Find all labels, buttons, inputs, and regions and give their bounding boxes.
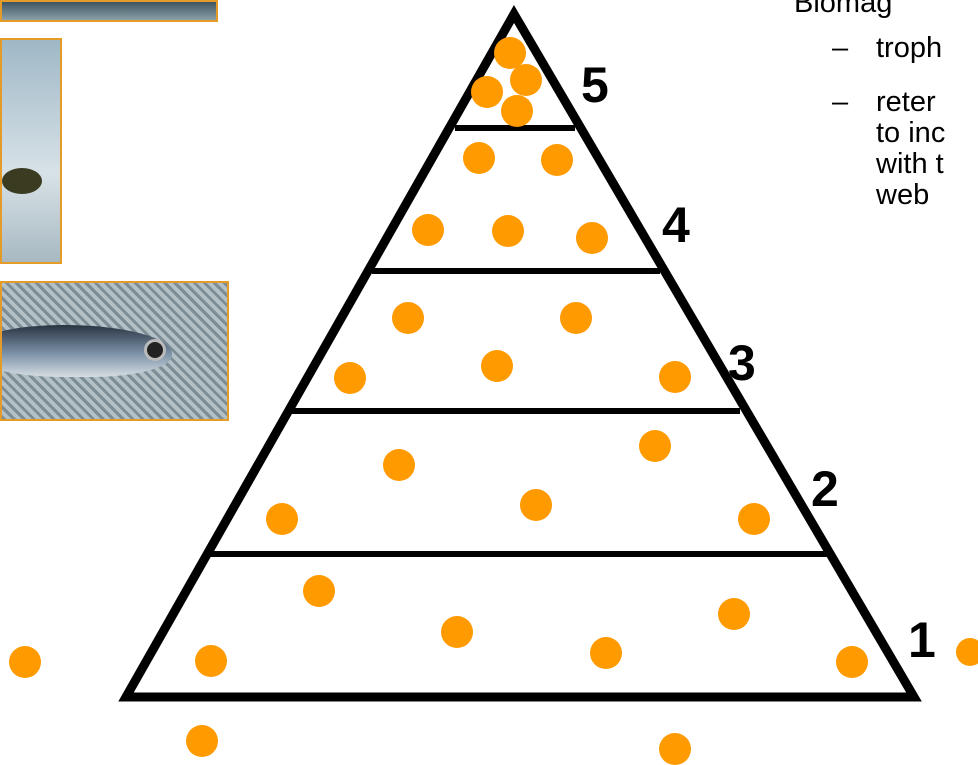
contaminant-dot xyxy=(659,361,691,393)
bullet-dash: – xyxy=(832,32,849,64)
contaminant-dot xyxy=(494,37,526,69)
contaminant-dot xyxy=(481,350,513,382)
contaminant-dot xyxy=(266,503,298,535)
pyramid-outline xyxy=(118,4,922,702)
trophic-level-5-label: 5 xyxy=(581,57,609,113)
contaminant-dot xyxy=(738,503,770,535)
contaminant-dot xyxy=(718,598,750,630)
contaminant-dot xyxy=(956,638,978,666)
fish-on-water-photo xyxy=(0,38,62,264)
contaminant-dot xyxy=(383,449,415,481)
contaminant-dot xyxy=(659,733,691,765)
contaminant-dot xyxy=(471,76,503,108)
bullet-text: to inc xyxy=(876,117,946,149)
bullet-text: with t xyxy=(876,148,944,180)
contaminant-dot xyxy=(186,725,218,757)
contaminant-dot xyxy=(195,645,227,677)
contaminant-dots xyxy=(9,37,978,765)
bullet-text: troph xyxy=(876,32,943,64)
contaminant-dot xyxy=(510,64,542,96)
contaminant-dot xyxy=(836,646,868,678)
bullet-text: reter xyxy=(876,86,936,118)
contaminant-dot xyxy=(463,142,495,174)
contaminant-dot xyxy=(441,616,473,648)
contaminant-dot xyxy=(9,646,41,678)
contaminant-dot xyxy=(576,222,608,254)
contaminant-dot xyxy=(590,637,622,669)
trophic-level-1-label: 1 xyxy=(908,612,936,668)
contaminant-dot xyxy=(392,302,424,334)
contaminant-dot xyxy=(520,489,552,521)
fish-on-net-photo xyxy=(0,281,229,421)
trophic-level-3-label: 3 xyxy=(728,335,756,391)
bullet-text: web xyxy=(876,179,930,211)
section-title: Biomag xyxy=(794,0,893,19)
contaminant-dot xyxy=(412,214,444,246)
contaminant-dot xyxy=(639,430,671,462)
contaminant-dot xyxy=(303,575,335,607)
contaminant-dot xyxy=(560,302,592,334)
bullet-dash: – xyxy=(832,86,849,118)
landscape-photo xyxy=(0,0,218,22)
trophic-level-4-label: 4 xyxy=(662,197,690,253)
trophic-level-2-label: 2 xyxy=(811,461,839,517)
contaminant-dot xyxy=(334,362,366,394)
contaminant-dot xyxy=(541,144,573,176)
contaminant-dot xyxy=(492,215,524,247)
contaminant-dot xyxy=(501,95,533,127)
